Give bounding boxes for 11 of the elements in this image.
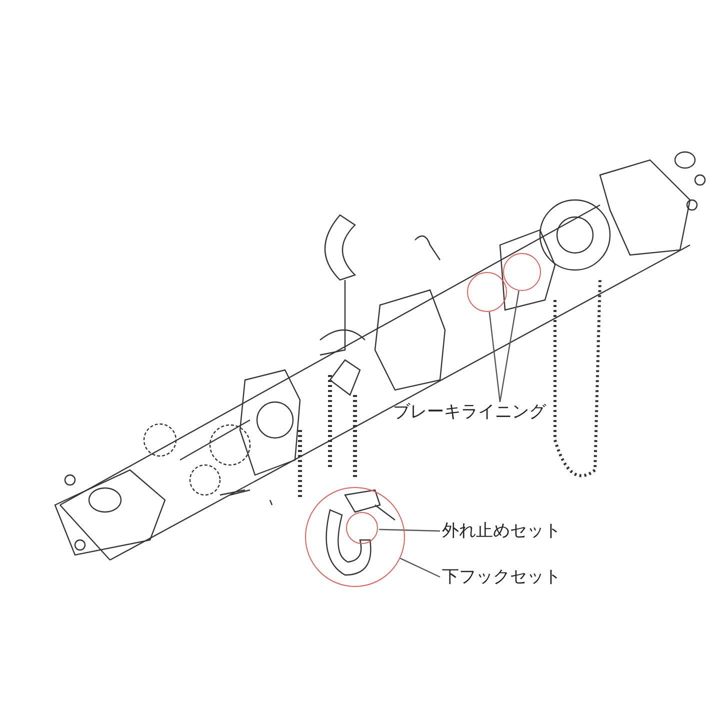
- part-label: 外れ止めセット: [442, 520, 561, 542]
- leader-line: [488, 312, 501, 402]
- highlight-circle: [503, 253, 541, 291]
- leader-line: [499, 290, 520, 402]
- leader-line: [378, 528, 440, 532]
- highlight-circle: [305, 487, 405, 587]
- highlight-circle: [467, 272, 507, 312]
- highlight-circle: [346, 512, 378, 544]
- part-label: ブレーキライニング: [393, 401, 546, 423]
- part-label: 下フックセット: [442, 566, 561, 588]
- leader-line: [400, 558, 440, 578]
